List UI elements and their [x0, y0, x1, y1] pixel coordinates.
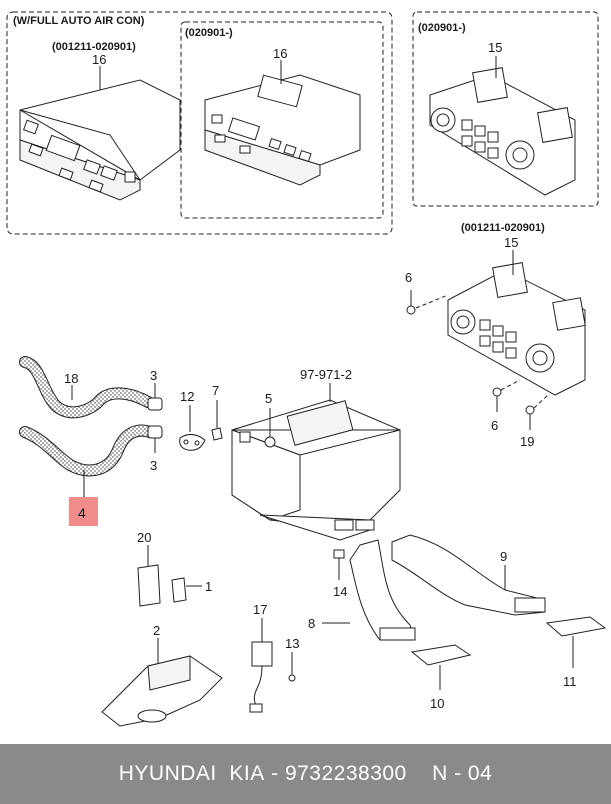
- part-16-control-unit-new: [204, 74, 361, 186]
- callout-1: 1: [205, 579, 212, 594]
- callout-10: 10: [430, 696, 444, 711]
- callout-2: 2: [153, 623, 160, 638]
- left-date-label: (001211-020901): [52, 41, 136, 53]
- right-date-label: (020901-): [418, 22, 466, 34]
- callout-15-lower: 15: [504, 235, 518, 250]
- callout-8: 8: [308, 616, 315, 631]
- callout-6-upper: 6: [405, 270, 412, 285]
- brand-label: HYUNDAI KIA: [118, 762, 265, 785]
- callout-6-lower: 6: [491, 418, 498, 433]
- cover-2: [101, 638, 223, 727]
- callout-15-upper: 15: [488, 40, 502, 55]
- duct-8: [349, 539, 416, 641]
- outer-frame-title: (W/FULL AUTO AIR CON): [13, 15, 145, 27]
- screw-5: [264, 408, 276, 448]
- separator-2: [407, 762, 432, 786]
- callout-20: 20: [137, 530, 151, 545]
- screw-13: [288, 652, 296, 682]
- part-15-heater-control-upper: [429, 67, 576, 196]
- duct-10: [410, 644, 472, 690]
- sensor-20: [137, 545, 161, 607]
- clamp-3-lower: [147, 425, 163, 453]
- callout-5: 5: [265, 391, 272, 406]
- callout-16-left: 16: [92, 52, 106, 67]
- callout-13: 13: [285, 636, 299, 651]
- middle-date-label: (020901-): [185, 27, 233, 39]
- lower-right-date-label: (001211-020901): [461, 222, 545, 234]
- callout-19: 19: [520, 434, 534, 449]
- right-frame: [412, 11, 599, 207]
- part-15-heater-control-lower: [447, 262, 586, 396]
- callout-7: 7: [212, 383, 219, 398]
- screw-19: [525, 394, 549, 430]
- callout-17: 17: [253, 602, 267, 617]
- callout-16-middle: 16: [273, 46, 287, 61]
- callout-4: 4: [78, 505, 86, 521]
- clip-7: [211, 400, 223, 441]
- separator-1: -: [264, 762, 285, 785]
- middle-frame: [180, 21, 384, 219]
- highlight-part-4: [69, 497, 98, 526]
- part-16-control-unit-old: [19, 79, 181, 201]
- callout-9: 9: [500, 549, 507, 564]
- callout-3-upper: 3: [150, 368, 157, 383]
- duct-9: [391, 534, 546, 616]
- screw-6-upper: [406, 290, 449, 315]
- sensor-1: [171, 577, 202, 603]
- callout-ref-97-971-2: 97-971-2: [300, 367, 352, 382]
- heater-unit: [231, 399, 401, 541]
- callout-11: 11: [563, 674, 577, 689]
- callout-18: 18: [64, 371, 78, 386]
- outer-frame: [6, 11, 393, 235]
- position-label: N - 04: [432, 762, 493, 785]
- actuator-17: [249, 618, 273, 713]
- duct-11: [545, 616, 607, 668]
- part-info-banner: HYUNDAI KIA - 9732238300 N - 04: [0, 744, 611, 804]
- bolt-14: [333, 549, 345, 580]
- parts-diagram: (W/FULL AUTO AIR CON) (001211-020901) (0…: [6, 11, 607, 727]
- part-number: 9732238300: [284, 762, 407, 785]
- callout-12: 12: [180, 389, 194, 404]
- screw-6-lower: [492, 379, 521, 412]
- grommet-12: [179, 405, 206, 451]
- callout-14: 14: [333, 584, 347, 599]
- callout-3-lower: 3: [150, 458, 157, 473]
- clamp-3-upper: [147, 383, 163, 411]
